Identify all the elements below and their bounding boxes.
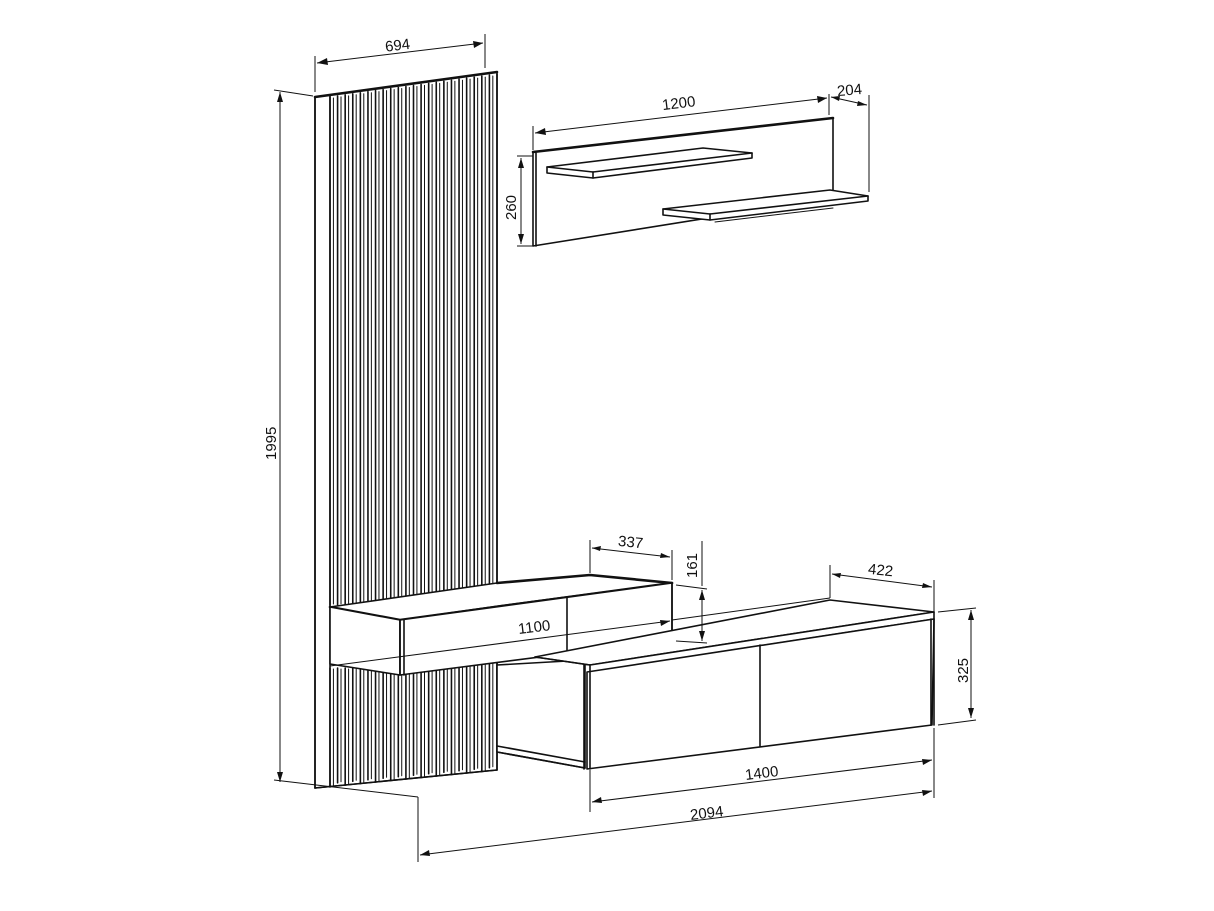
label-1995: 1995 (263, 427, 280, 460)
label-694: 694 (384, 36, 411, 56)
label-204: 204 (836, 81, 862, 100)
label-1400: 1400 (744, 763, 779, 784)
label-337: 337 (617, 533, 644, 553)
label-260: 260 (503, 195, 520, 220)
slatted-wall-panel (313, 70, 499, 789)
dimension-labels: 694 1995 1200 204 260 337 161 1100 422 3… (263, 36, 972, 824)
label-2094: 2094 (689, 803, 724, 824)
label-325: 325 (955, 658, 972, 683)
floating-console (328, 573, 674, 676)
label-161: 161 (684, 553, 701, 578)
slat-lines (329, 73, 498, 788)
dimension-lines (273, 34, 977, 862)
label-422: 422 (867, 561, 894, 581)
label-1200: 1200 (661, 93, 696, 114)
label-1100: 1100 (517, 617, 551, 638)
tv-cabinet (496, 599, 935, 770)
wall-shelf-unit (531, 116, 869, 247)
